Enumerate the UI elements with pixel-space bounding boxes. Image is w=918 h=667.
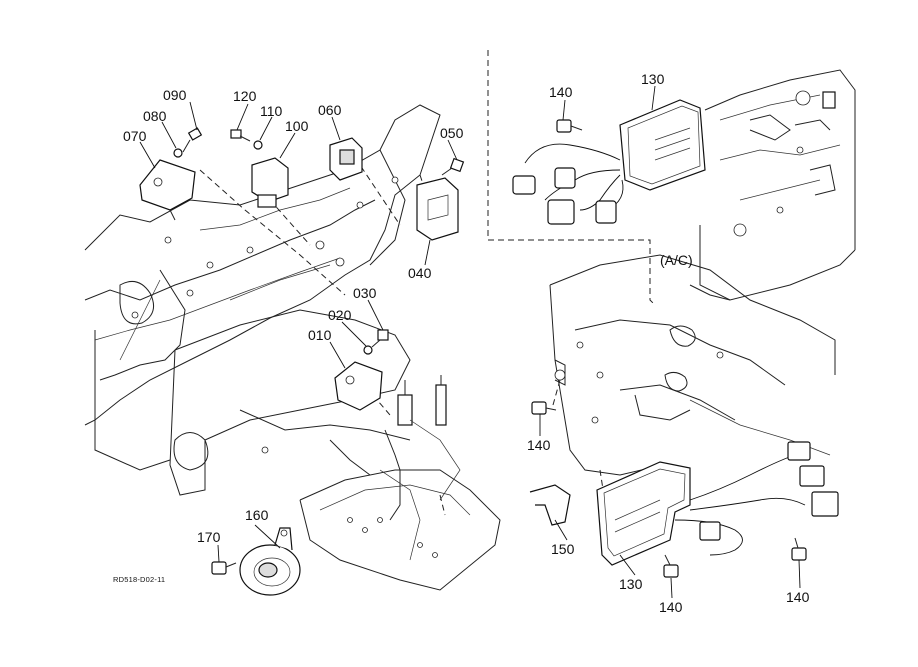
bolt-120 bbox=[230, 129, 251, 142]
label-020: 020 bbox=[328, 307, 352, 323]
main-frame-right bbox=[549, 69, 856, 536]
label-140-lower-mid: 140 bbox=[659, 599, 683, 615]
label-140-lower-right: 140 bbox=[786, 589, 810, 605]
label-160: 160 bbox=[245, 507, 269, 523]
bolt-140-lower-mid bbox=[663, 554, 679, 578]
bolt-140-middle bbox=[531, 401, 557, 415]
label-110: 110 bbox=[260, 103, 283, 119]
label-090: 090 bbox=[163, 87, 187, 103]
label-070: 070 bbox=[123, 128, 147, 144]
relay-060 bbox=[329, 137, 363, 181]
bolt-050 bbox=[441, 157, 465, 176]
label-170: 170 bbox=[197, 529, 221, 545]
controller-130-upper bbox=[512, 99, 706, 225]
main-frame-left bbox=[84, 104, 441, 471]
label-130-upper: 130 bbox=[641, 71, 665, 87]
bolt-170 bbox=[211, 561, 237, 575]
label-010: 010 bbox=[308, 327, 332, 343]
label-120: 120 bbox=[233, 88, 257, 104]
bolt-140-upper bbox=[556, 119, 583, 133]
leader-lines bbox=[139, 85, 801, 599]
washer-080 bbox=[173, 148, 183, 158]
label-050: 050 bbox=[440, 125, 464, 141]
relay-040 bbox=[416, 177, 459, 241]
bolt-090 bbox=[182, 127, 203, 153]
label-100: 100 bbox=[285, 118, 309, 134]
label-150: 150 bbox=[551, 541, 575, 557]
label-ac: (A/C) bbox=[660, 252, 693, 268]
label-130-lower: 130 bbox=[619, 576, 643, 592]
relay-070 bbox=[139, 159, 196, 221]
relay-010 bbox=[334, 361, 383, 411]
washer-020 bbox=[363, 345, 373, 355]
part-labels: 090 080 070 120 110 100 060 050 040 030 … bbox=[113, 71, 810, 615]
label-140-upper: 140 bbox=[549, 84, 573, 100]
label-060: 060 bbox=[318, 102, 342, 118]
bolt-140-lower-right bbox=[791, 537, 807, 561]
reference-code: RD518-D02-11 bbox=[113, 575, 165, 584]
label-040: 040 bbox=[408, 265, 432, 281]
washer-110 bbox=[253, 140, 263, 150]
label-030: 030 bbox=[353, 285, 377, 301]
relay-100 bbox=[251, 157, 289, 208]
label-080: 080 bbox=[143, 108, 167, 124]
bolt-030 bbox=[371, 329, 389, 348]
horn-160 bbox=[239, 527, 301, 596]
label-140-middle: 140 bbox=[527, 437, 551, 453]
controller-130-lower bbox=[529, 441, 839, 566]
ac-boundary bbox=[487, 50, 656, 306]
center-bracket bbox=[169, 309, 501, 591]
